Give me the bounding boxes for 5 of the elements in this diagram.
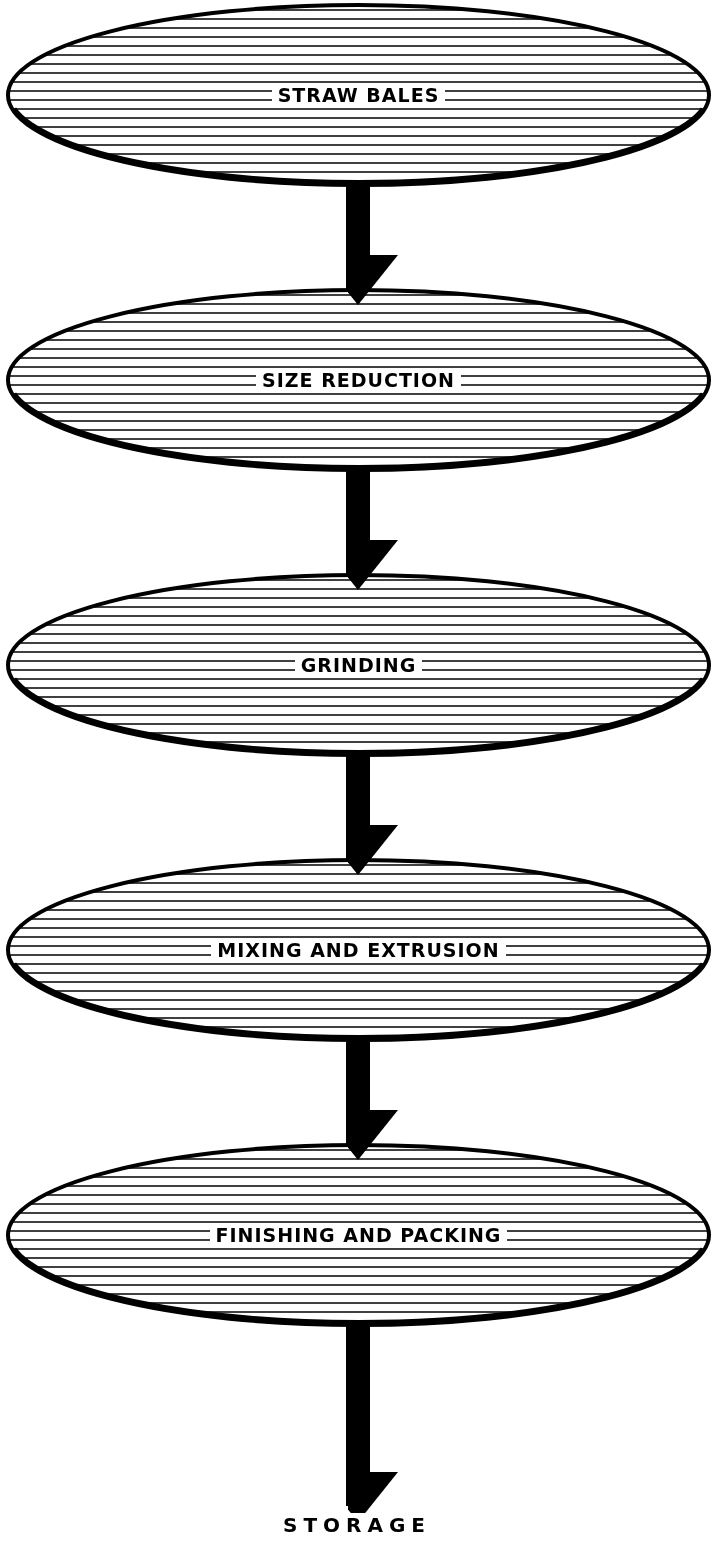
process-ellipse <box>5 1142 712 1328</box>
process-ellipse <box>5 287 712 473</box>
process-ellipse <box>5 857 712 1043</box>
process-ellipse <box>5 572 712 758</box>
process-ellipse <box>5 2 712 188</box>
